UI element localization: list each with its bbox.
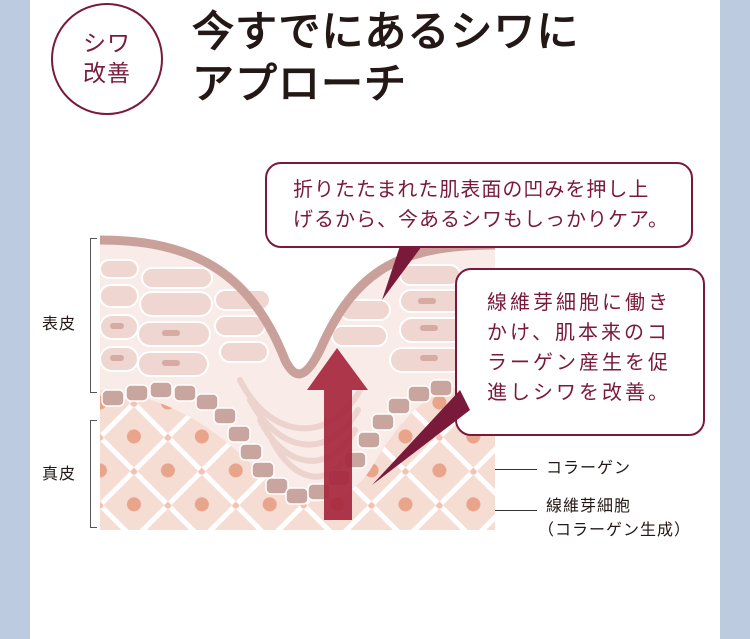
dermis-label: 真皮 [42,464,77,483]
badge-line-1: シワ [83,31,131,57]
badge-line-2: 改善 [83,61,131,87]
up-arrow-icon [307,348,368,520]
epidermis-bracket [90,238,97,393]
collagen-legend: コラーゲン [546,456,631,480]
callout-2-line-4: 進しシワを改善。 [487,380,671,404]
collagen-label: コラーゲン [546,458,632,477]
fibroblast-legend: 線維芽細胞 （コラーゲン生成） [538,494,691,542]
callout-fibroblast: 線維芽細胞に働き かけ、肌本来のコ ラーゲン産生を促 進しシワを改善。 [455,268,705,436]
skin-cross-section-diagram [100,235,495,530]
dermis-bracket [90,420,97,528]
epidermis-label: 表皮 [42,314,77,333]
fibroblast-label: 線維芽細胞 [546,496,632,515]
callout-1-line-1: 折りたたまれた肌表面の凹みを押し上 [293,177,650,201]
page-title: 今すでにあるシワに アプローチ [192,6,579,110]
callout-2-line-2: かけ、肌本来のコ [487,320,670,344]
fibroblast-note: （コラーゲン生成） [538,520,692,539]
title-line-2: アプローチ [192,59,408,108]
callout-2-line-3: ラーゲン産生を促 [487,350,671,374]
callout-1-line-2: げるから、今あるシワもしっかりケア。 [293,207,669,231]
callout-2-line-1: 線維芽細胞に働き [487,290,671,314]
title-line-1: 今すでにあるシワに [192,7,580,56]
topic-badge: シワ 改善 [51,3,163,115]
callout-surface-lift: 折りたたまれた肌表面の凹みを押し上 げるから、今あるシワもしっかりケア。 [265,162,693,248]
